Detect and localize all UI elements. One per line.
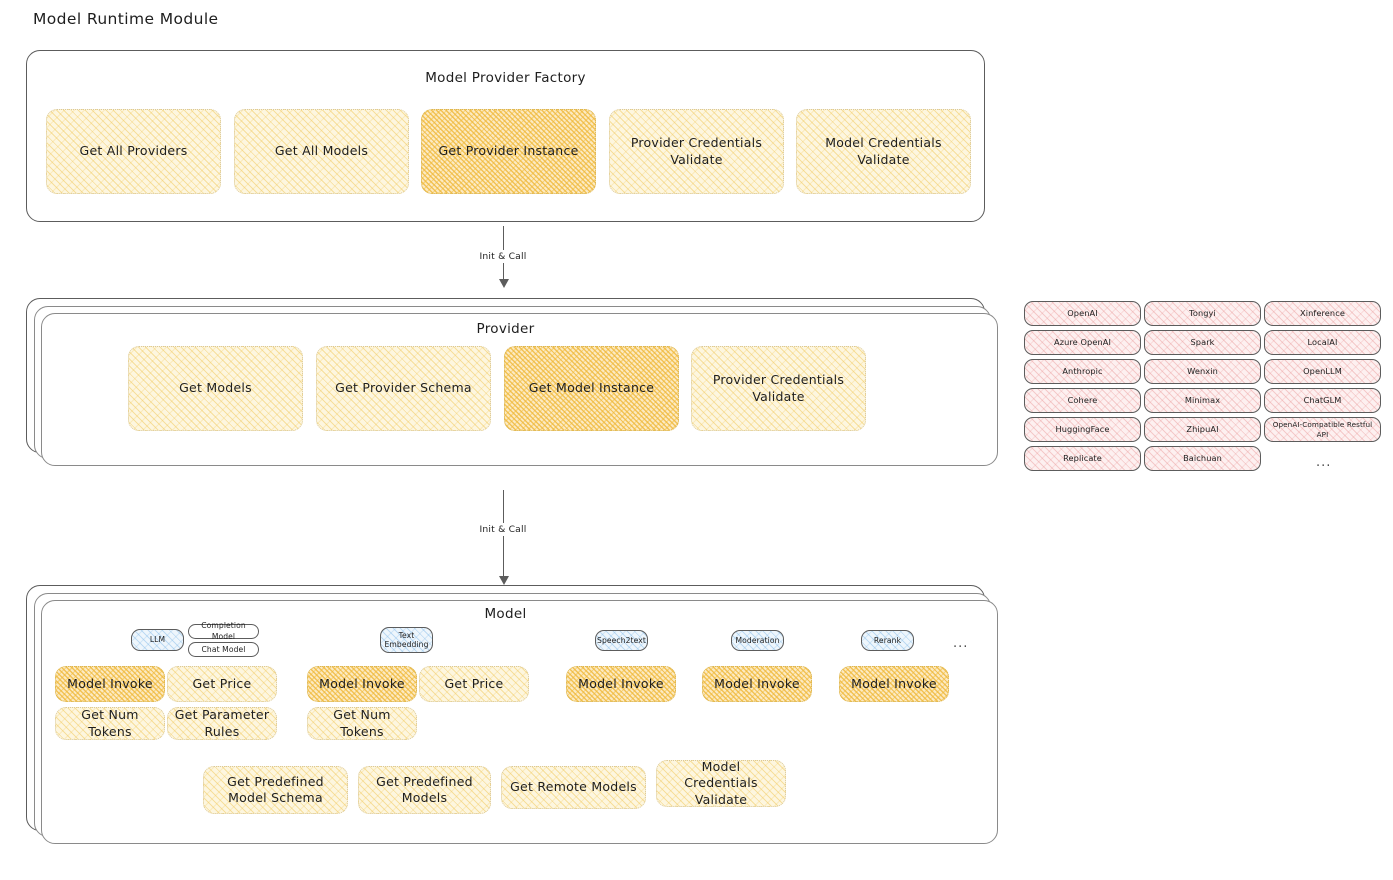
- model-common-method-model-credentials-validate[interactable]: Model Credentials Validate: [656, 759, 786, 807]
- model-method-llm-model-invoke[interactable]: Model Invoke: [55, 666, 165, 702]
- provider-chip-chatglm[interactable]: ChatGLM: [1264, 388, 1381, 413]
- provider-chip-replicate[interactable]: Replicate: [1024, 446, 1141, 471]
- provider-chip-huggingface[interactable]: HuggingFace: [1024, 417, 1141, 442]
- model-method-speech2text-model-invoke[interactable]: Model Invoke: [566, 666, 676, 702]
- provider-node-get-models[interactable]: Get Models: [128, 346, 303, 431]
- factory-node-get-provider-instance[interactable]: Get Provider Instance: [421, 109, 596, 194]
- provider-chip-anthropic[interactable]: Anthropic: [1024, 359, 1141, 384]
- connector-label: Init & Call: [476, 250, 530, 263]
- provider-chip-openai[interactable]: OpenAI: [1024, 301, 1141, 326]
- factory-node-get-all-models[interactable]: Get All Models: [234, 109, 409, 194]
- provider-list: OpenAI Azure OpenAI Anthropic Cohere Hug…: [1024, 301, 1381, 476]
- provider-node-get-model-instance[interactable]: Get Model Instance: [504, 346, 679, 431]
- model-type-pill-rerank[interactable]: Rerank: [861, 630, 914, 651]
- arrow-head-icon: [498, 279, 509, 288]
- model-card: Model LLM Completion Model Chat Model Mo…: [26, 585, 998, 844]
- provider-chip-openai-compatible-restful-api[interactable]: OpenAI-Compatible Restful API: [1264, 417, 1381, 442]
- provider-chip-azure-openai[interactable]: Azure OpenAI: [1024, 330, 1141, 355]
- model-type-pill-speech2text[interactable]: Speech2text: [595, 630, 648, 651]
- provider-list-more-ellipsis: ...: [1316, 455, 1332, 470]
- model-method-moderation-model-invoke[interactable]: Model Invoke: [702, 666, 812, 702]
- model-method-text-embedding-model-invoke[interactable]: Model Invoke: [307, 666, 417, 702]
- factory-node-model-credentials-validate[interactable]: Model Credentials Validate: [796, 109, 971, 194]
- model-common-method-get-remote-models[interactable]: Get Remote Models: [501, 766, 646, 809]
- model-method-rerank-model-invoke[interactable]: Model Invoke: [839, 666, 949, 702]
- model-method-llm-get-price[interactable]: Get Price: [167, 666, 277, 702]
- provider-title: Provider: [476, 321, 535, 337]
- provider-chip-wenxin[interactable]: Wenxin: [1144, 359, 1261, 384]
- model-type-pill-llm[interactable]: LLM: [131, 629, 184, 651]
- model-method-llm-get-parameter-rules[interactable]: Get Parameter Rules: [167, 707, 277, 740]
- model-common-method-get-predefined-models[interactable]: Get Predefined Models: [358, 766, 491, 814]
- factory-node-provider-credentials-validate[interactable]: Provider Credentials Validate: [609, 109, 784, 194]
- model-provider-factory-title: Model Provider Factory: [425, 70, 586, 86]
- provider-chip-spark[interactable]: Spark: [1144, 330, 1261, 355]
- provider-chip-zhipuai[interactable]: ZhipuAI: [1144, 417, 1261, 442]
- model-subtype-pill-chat-model[interactable]: Chat Model: [188, 642, 259, 657]
- model-provider-factory-card: Model Provider Factory Get All Providers…: [26, 50, 985, 222]
- provider-chip-cohere[interactable]: Cohere: [1024, 388, 1141, 413]
- model-method-llm-get-num-tokens[interactable]: Get Num Tokens: [55, 707, 165, 740]
- model-title: Model: [484, 606, 527, 622]
- factory-node-get-all-providers[interactable]: Get All Providers: [46, 109, 221, 194]
- provider-card: Provider Get Models Get Provider Schema …: [26, 298, 998, 466]
- connector-label: Init & Call: [476, 523, 530, 536]
- connector-provider-to-model: Init & Call: [476, 490, 530, 586]
- model-method-text-embedding-get-num-tokens[interactable]: Get Num Tokens: [307, 707, 417, 740]
- provider-node-get-provider-schema[interactable]: Get Provider Schema: [316, 346, 491, 431]
- provider-chip-localai[interactable]: LocalAI: [1264, 330, 1381, 355]
- provider-chip-baichuan[interactable]: Baichuan: [1144, 446, 1261, 471]
- model-subtype-pill-completion-model[interactable]: Completion Model: [188, 621, 259, 641]
- model-type-pill-moderation[interactable]: Moderation: [731, 630, 784, 651]
- page-title: Model Runtime Module: [33, 10, 219, 28]
- provider-chip-xinference[interactable]: Xinference: [1264, 301, 1381, 326]
- model-common-method-get-predefined-model-schema[interactable]: Get Predefined Model Schema: [203, 766, 348, 814]
- provider-node-provider-credentials-validate[interactable]: Provider Credentials Validate: [691, 346, 866, 431]
- model-method-text-embedding-get-price[interactable]: Get Price: [419, 666, 529, 702]
- connector-factory-to-provider: Init & Call: [476, 226, 530, 288]
- provider-chip-openllm[interactable]: OpenLLM: [1264, 359, 1381, 384]
- arrow-head-icon: [498, 576, 509, 585]
- provider-chip-minimax[interactable]: Minimax: [1144, 388, 1261, 413]
- model-types-more-ellipsis: ...: [953, 636, 969, 651]
- model-type-pill-text-embedding[interactable]: Text Embedding: [380, 627, 433, 653]
- provider-chip-tongyi[interactable]: Tongyi: [1144, 301, 1261, 326]
